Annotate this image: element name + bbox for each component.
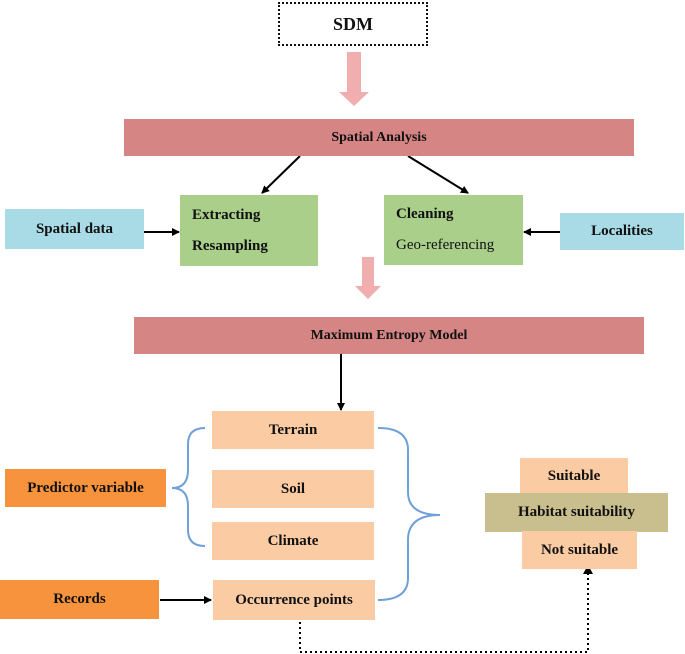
not-suitable-box: Not suitable [522,531,637,569]
suitable-label: Suitable [547,467,601,484]
dotted-arrowhead [583,565,593,574]
right-brace [377,427,441,601]
not-suitable-label: Not suitable [540,541,619,558]
sdm-label: SDM [333,13,373,34]
extracting-label: Extracting [192,206,261,223]
suitable-box: Suitable [520,458,628,494]
maxent-bar: Maximum Entropy Model [134,317,644,354]
extracting-box: Extracting Resampling [180,195,318,266]
records-label: Records [53,591,106,607]
dotted-connector [299,572,589,653]
left-brace [171,427,206,547]
localities-box: Localities [560,213,684,250]
habitat-suitability-box: Habitat suitability [485,493,668,532]
terrain-label: Terrain [268,421,318,438]
flow-arrow-2 [355,257,381,299]
cleaning-label: Cleaning [396,206,454,222]
terrain-box: Terrain [212,411,374,449]
habitat-suitability-label: Habitat suitability [517,504,636,520]
records-box: Records [0,580,159,619]
occurrence-points-box: Occurrence points [213,580,375,620]
arrow-to-extracting [261,155,301,194]
localities-label: Localities [591,223,653,239]
soil-box: Soil [212,470,374,508]
cleaning-box: Cleaning Geo-referencing [384,195,523,265]
predictor-variable-box: Predictor variable [5,469,166,507]
sdm-box: SDM [278,2,428,46]
occurrence-points-label: Occurrence points [235,591,353,608]
spatial-data-box: Spatial data [5,209,144,249]
spatial-analysis-bar: Spatial Analysis [124,119,634,156]
climate-label: Climate [267,532,319,549]
spatial-analysis-label: Spatial Analysis [331,129,427,145]
spatial-data-label: Spatial data [35,220,114,237]
climate-box: Climate [212,522,374,560]
geo-referencing-label: Geo-referencing [396,237,495,253]
arrow-to-cleaning [407,155,469,194]
resampling-label: Resampling [192,237,268,254]
predictor-variable-label: Predictor variable [27,479,144,496]
soil-label: Soil [280,480,306,497]
flow-arrow-1 [339,52,369,106]
maxent-label: Maximum Entropy Model [310,327,468,343]
